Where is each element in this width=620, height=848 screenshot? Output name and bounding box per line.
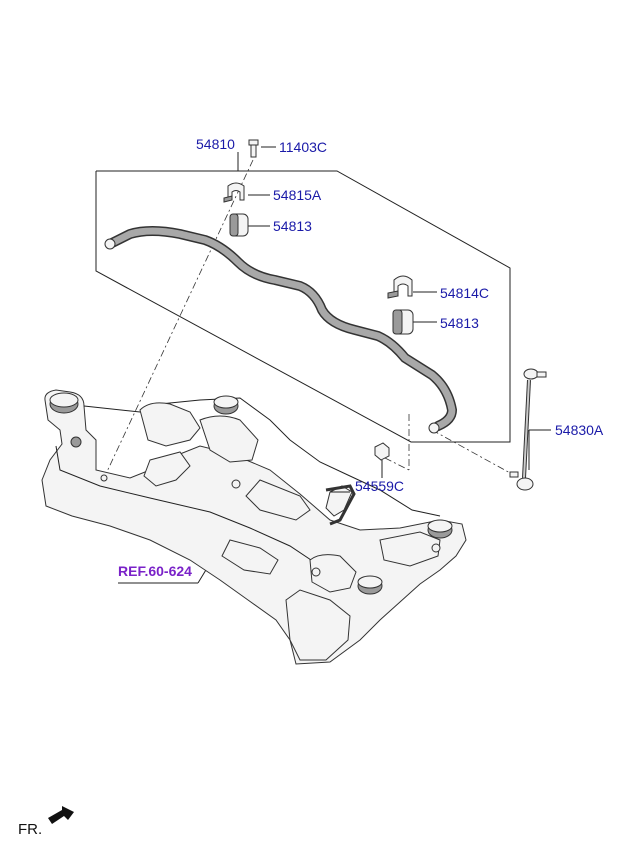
label-stabilizer-bar[interactable]: 54810 — [196, 136, 235, 152]
nut-icon — [374, 442, 390, 461]
front-arrow-icon — [48, 806, 74, 824]
label-bracket-c[interactable]: 54814C — [440, 285, 489, 301]
label-bushing-upper[interactable]: 54813 — [273, 218, 312, 234]
bracket-54814c-icon — [387, 275, 413, 299]
label-link[interactable]: 54830A — [555, 422, 604, 438]
stabilizer-link-icon — [509, 368, 547, 491]
label-bolt[interactable]: 11403C — [279, 139, 327, 155]
bushing-lower-icon — [392, 309, 414, 335]
label-nut[interactable]: 54559C — [355, 478, 404, 494]
label-front: FR. — [18, 821, 42, 838]
label-bushing-lower[interactable]: 54813 — [440, 315, 479, 331]
label-bracket-a[interactable]: 54815A — [273, 187, 322, 203]
bushing-upper-icon — [229, 213, 249, 237]
assembly-lines — [103, 159, 513, 479]
label-reference[interactable]: REF.60-624 — [118, 563, 192, 579]
bolt-icon — [248, 139, 259, 158]
subframe-crossmember — [41, 389, 467, 665]
stabilizer-bar — [104, 226, 458, 434]
assembly-frame — [95, 152, 511, 443]
bracket-54815a-icon — [223, 182, 245, 203]
